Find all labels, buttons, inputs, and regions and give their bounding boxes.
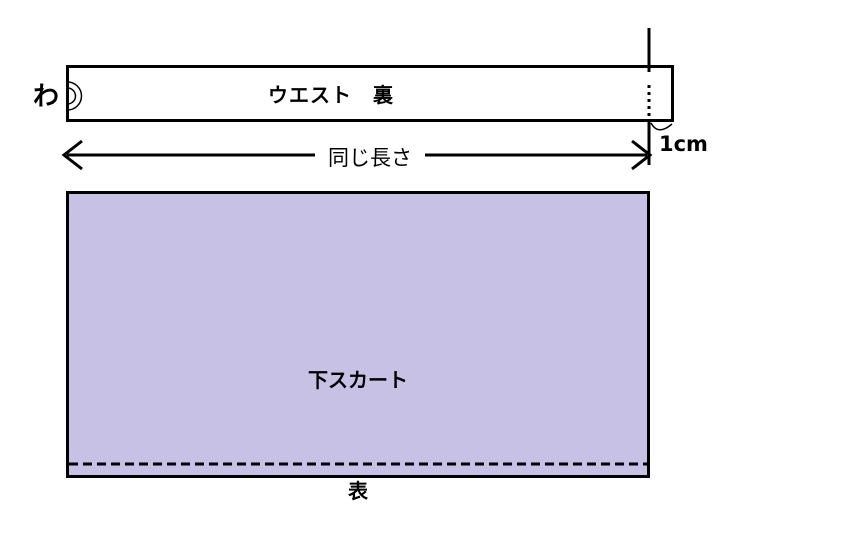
skirt-labels: 下スカート 表 (66, 288, 650, 547)
seam-width-label: 1cm (659, 132, 708, 156)
waistband-rect (66, 65, 674, 122)
length-arrow-label: 同じ長さ (328, 146, 412, 170)
diagram-linework (61, 28, 673, 466)
sewing-pattern-diagram: { "colors": { "skirt_fill": "#c7c1e5", "… (33, 28, 708, 503)
arrow-right-head-icon (631, 139, 653, 171)
waistband-label: ウエスト 裏 (268, 83, 394, 107)
skirt-side-label: 表 (348, 479, 368, 503)
fold-label: わ (33, 82, 60, 112)
arrow-left-head-icon (61, 139, 83, 171)
length-double-arrow (61, 139, 653, 171)
skirt-rect (66, 191, 650, 478)
skirt-label: 下スカート (308, 368, 408, 392)
seam-bracket-arc (650, 122, 673, 131)
fold-mark-icon (67, 81, 83, 111)
